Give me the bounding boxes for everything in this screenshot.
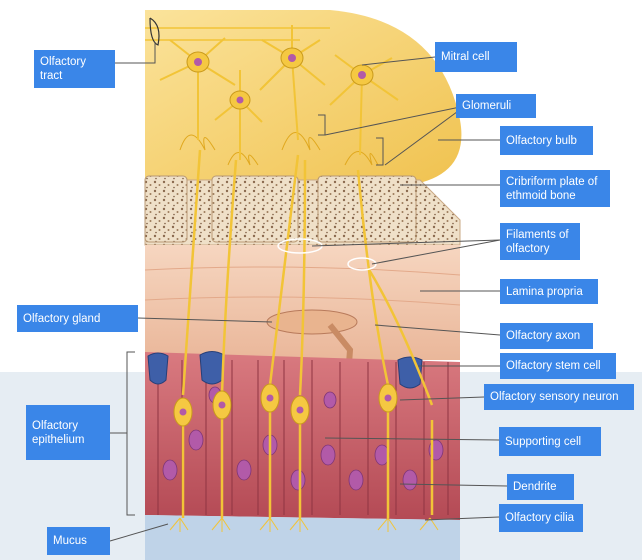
label-glomeruli: Glomeruli bbox=[456, 94, 536, 118]
label-olfactory-tract: Olfactory tract bbox=[34, 50, 115, 88]
cell-nuclei bbox=[162, 386, 444, 491]
label-olfactory-axon: Olfactory axon bbox=[500, 323, 593, 349]
label-lamina-propria: Lamina propria bbox=[500, 279, 598, 304]
label-olfactory-bulb: Olfactory bulb bbox=[500, 126, 593, 155]
cribriform-plate bbox=[144, 175, 417, 243]
label-olfactory-cilia: Olfactory cilia bbox=[499, 504, 583, 532]
olfactory-bulb bbox=[145, 10, 462, 185]
label-dendrite: Dendrite bbox=[507, 474, 574, 500]
label-supporting-cell: Supporting cell bbox=[499, 427, 601, 456]
label-mitral-cell: Mitral cell bbox=[435, 42, 517, 72]
label-filaments: Filaments of olfactory bbox=[500, 223, 580, 260]
leader-lines bbox=[109, 42, 508, 542]
label-mucus: Mucus bbox=[47, 527, 110, 555]
label-olfactory-epithelium: Olfactory epithelium bbox=[26, 405, 110, 460]
label-cribriform-plate: Cribriform plate of ethmoid bone bbox=[500, 170, 610, 207]
label-olfactory-gland: Olfactory gland bbox=[17, 305, 138, 332]
sensory-neurons bbox=[181, 149, 434, 518]
glomeruli bbox=[179, 132, 379, 166]
label-olfactory-stem-cell: Olfactory stem cell bbox=[500, 353, 616, 379]
olfactory-gland bbox=[266, 309, 358, 335]
label-olfactory-sensory-neuron: Olfactory sensory neuron bbox=[484, 384, 634, 410]
